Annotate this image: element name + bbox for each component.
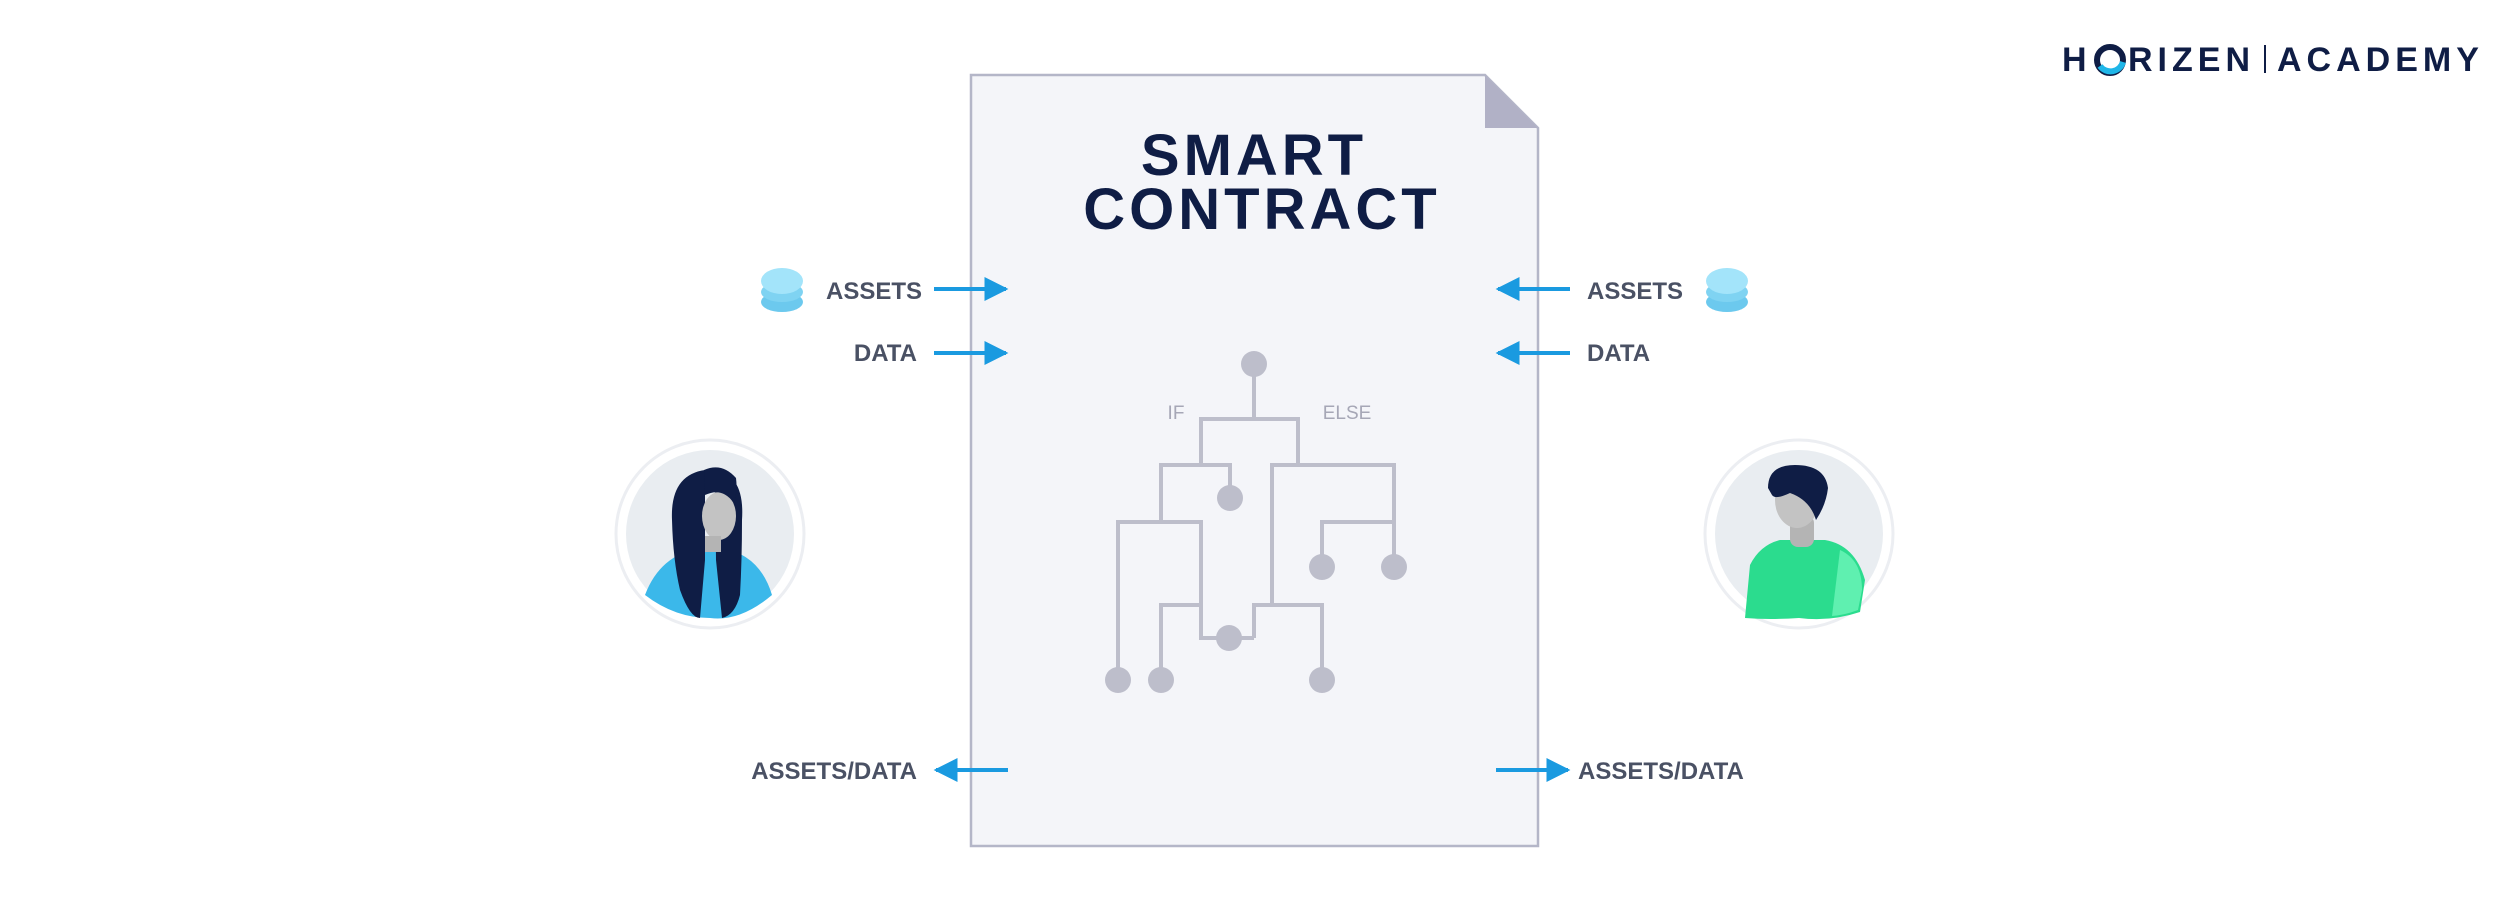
logo-brand-h: H [2062, 41, 2092, 79]
tree-node [1381, 554, 1407, 580]
right-output-label: ASSETS/DATA [1578, 758, 1744, 785]
else-label: ELSE [1323, 403, 1372, 424]
tree-node [1148, 667, 1174, 693]
logo-academy: ACADEMY [2277, 41, 2484, 79]
tree-node [1217, 485, 1243, 511]
contract-document [969, 73, 1540, 848]
logic-tree [1116, 364, 1396, 680]
face [702, 492, 736, 540]
avatar-man-right [1703, 438, 1895, 630]
page-fold-corner [1485, 75, 1538, 128]
logic-tree-nodes [1105, 351, 1407, 693]
hair [1768, 465, 1828, 520]
if-label: IF [1168, 403, 1185, 424]
left-output-label: ASSETS/DATA [751, 758, 917, 785]
logo-brand-rest: RIZEN [2128, 41, 2255, 79]
document-title-line2: CONTRACT [1083, 177, 1440, 242]
left-assets-label: ASSETS [826, 278, 922, 305]
horizen-academy-logo[interactable]: H RIZEN ACADEMY [2062, 41, 2484, 79]
tree-root-node [1241, 351, 1267, 377]
document-title-line1: SMART [1141, 123, 1367, 188]
horizen-o-icon [2094, 44, 2126, 76]
coin-stack-icon-left [761, 268, 803, 312]
coin-stack-icon-right [1706, 268, 1748, 312]
logo-divider [2264, 45, 2266, 73]
avatar-woman-left [614, 438, 806, 630]
tree-node [1216, 625, 1242, 651]
left-data-label: DATA [854, 340, 917, 367]
tree-node [1309, 667, 1335, 693]
right-assets-label: ASSETS [1587, 278, 1683, 305]
right-data-label: DATA [1587, 340, 1650, 367]
tree-node [1309, 554, 1335, 580]
tree-node [1105, 667, 1131, 693]
